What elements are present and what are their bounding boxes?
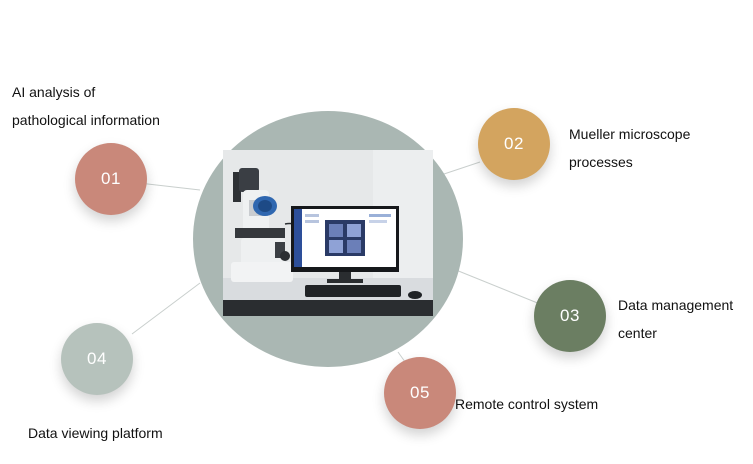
- node-04: 04: [61, 323, 133, 395]
- label-line: center: [618, 325, 657, 341]
- label-line: Remote control system: [455, 396, 599, 412]
- microscope-photo-illustration: [223, 150, 433, 316]
- connector-03: [455, 269, 541, 305]
- label-line: processes: [569, 154, 633, 170]
- connector-04: [131, 282, 201, 335]
- node-number: 03: [560, 306, 580, 325]
- label-line: Data viewing platform: [28, 425, 163, 441]
- label-line: AI analysis of: [12, 84, 96, 100]
- label-line: Data management: [618, 297, 734, 313]
- microscope-workstation-photo: [223, 150, 433, 316]
- node-05: 05: [384, 357, 456, 429]
- node-02: 02: [478, 108, 550, 180]
- label-line: pathological information: [12, 112, 160, 128]
- connector-01: [138, 182, 201, 191]
- node-number: 01: [101, 169, 121, 188]
- node-03-label: Data management center: [618, 291, 733, 347]
- node-02-label: Mueller microscope processes: [569, 120, 690, 176]
- node-number: 05: [410, 383, 430, 402]
- connector-02: [443, 161, 481, 175]
- node-01-label: AI analysis of pathological information: [12, 78, 160, 134]
- node-04-label: Data viewing platform: [28, 419, 163, 447]
- node-05-label: Remote control system: [455, 390, 598, 418]
- node-number: 02: [504, 134, 524, 153]
- label-line: Mueller microscope: [569, 126, 691, 142]
- node-01: 01: [75, 143, 147, 215]
- node-number: 04: [87, 349, 107, 368]
- node-03: 03: [534, 280, 606, 352]
